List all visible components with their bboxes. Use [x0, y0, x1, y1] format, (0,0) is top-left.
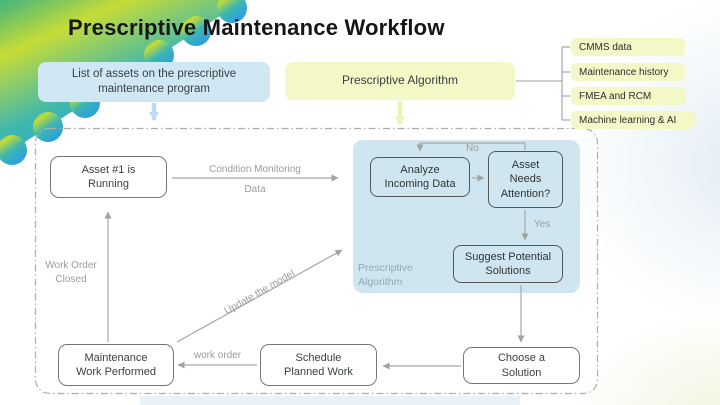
node-maintenance-work-performed: Maintenance Work Performed — [58, 344, 174, 386]
data-source-cmms: CMMS data — [571, 38, 685, 56]
slide-title: Prescriptive Maintenance Workflow — [68, 15, 445, 40]
node-asset-needs-attention: Asset Needs Attention? — [488, 151, 563, 208]
edge-label-work-order-closed: Work Order Closed — [45, 260, 97, 285]
edge-label-condition-monitoring: Condition Monitoring — [209, 164, 301, 175]
data-source-maintenance-history: Maintenance history — [571, 63, 685, 81]
node-analyze-incoming-data: Analyze Incoming Data — [370, 157, 470, 197]
node-choose-solution: Choose a Solution — [463, 347, 580, 384]
node-asset-running: Asset #1 is Running — [50, 156, 167, 198]
data-source-fmea-rcm: FMEA and RCM — [571, 87, 685, 105]
data-source-ml-ai: Machine learning & AI — [571, 111, 695, 129]
node-suggest-solutions: Suggest Potential Solutions — [453, 245, 563, 283]
prescriptive-algorithm-panel — [353, 140, 580, 293]
bottom-accent-strip — [140, 396, 520, 405]
node-schedule-planned-work: Schedule Planned Work — [260, 344, 377, 386]
edge-label-yes: Yes — [534, 219, 551, 230]
edge-label-no: No — [466, 143, 479, 154]
edge-label-data: Data — [244, 184, 266, 195]
edge-label-work-order: work order — [193, 350, 242, 361]
assets-list-box: List of assets on the prescriptive maint… — [38, 62, 270, 102]
panel-label: Prescriptive Algorithm — [358, 262, 413, 289]
prescriptive-algorithm-box: Prescriptive Algorithm — [285, 62, 515, 100]
